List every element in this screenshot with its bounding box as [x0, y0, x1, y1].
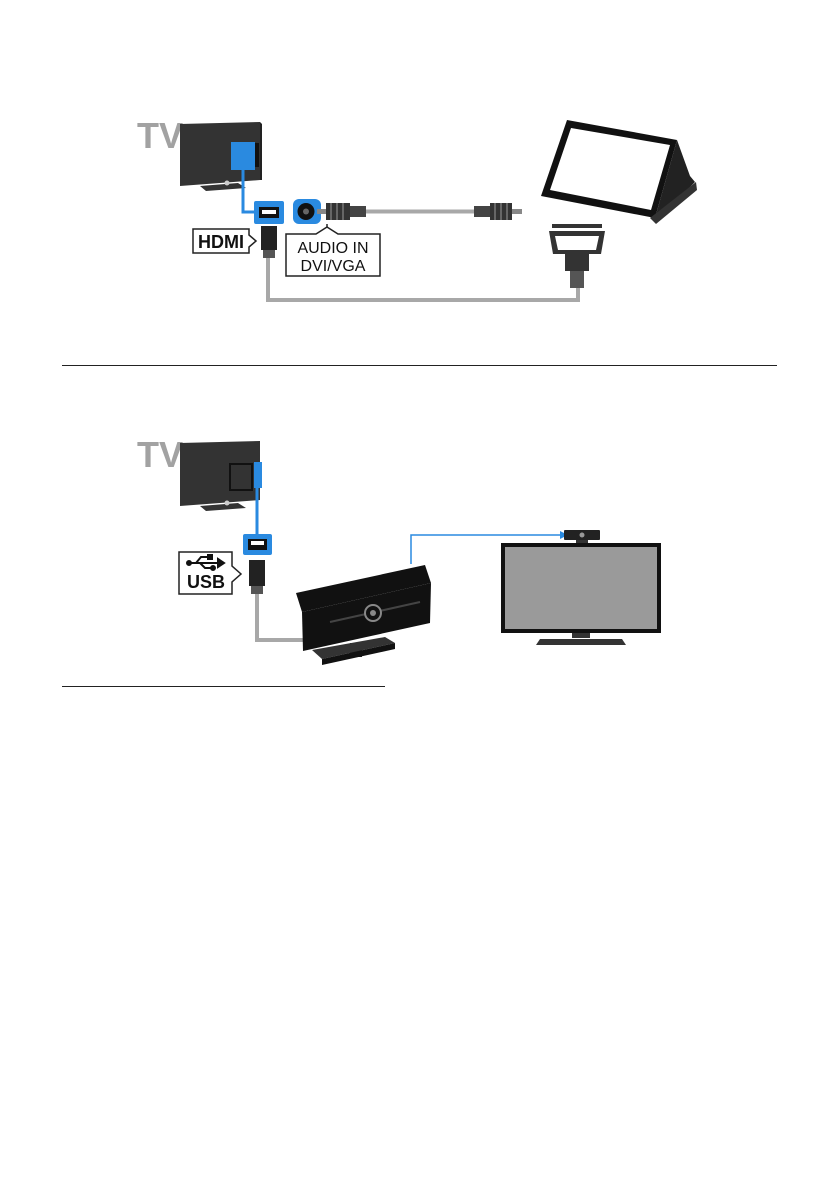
dvi-vga-label: DVI/VGA [301, 258, 366, 275]
tv-front-icon [501, 543, 661, 645]
tv-label: TV [137, 115, 183, 156]
tv-usb-highlight [254, 462, 262, 488]
usb-label: USB [187, 572, 225, 592]
camera-bar-icon [296, 565, 431, 665]
usb-port-icon [243, 534, 272, 555]
hdmi-label-box: HDMI [193, 229, 256, 253]
audio-cable [317, 203, 522, 220]
footnote-divider [62, 686, 385, 687]
tv-label-2: TV [137, 434, 183, 475]
tv-port-highlight [231, 142, 255, 170]
camera-connection-diagram: TV USB [0, 360, 840, 700]
camera-connection-svg: TV USB [0, 360, 840, 700]
usb-plug-icon [249, 560, 265, 594]
laptop-icon [541, 120, 697, 224]
hdmi-plug-icon [261, 226, 277, 258]
dvi-vga-connector-icon [549, 224, 605, 288]
audio-in-label-box: AUDIO IN DVI/VGA [286, 227, 380, 276]
mini-camera-icon [564, 530, 600, 543]
tv-rear-icon [180, 122, 262, 191]
pc-connection-svg: TV HDMI [0, 0, 840, 360]
usb-label-box: USB [179, 552, 241, 594]
pc-connection-diagram: TV HDMI [0, 0, 840, 360]
audio-in-port-icon [293, 199, 321, 224]
tv-screen [505, 547, 657, 629]
tv-rear-icon-2 [180, 441, 262, 511]
audio-in-label: AUDIO IN [297, 240, 368, 257]
hdmi-label: HDMI [198, 232, 244, 252]
hdmi-port-icon [254, 201, 284, 224]
